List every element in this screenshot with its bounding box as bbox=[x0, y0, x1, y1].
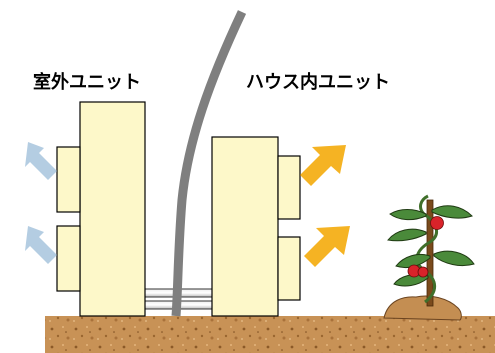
leaf bbox=[389, 209, 427, 221]
indoor-outflow-arrows bbox=[300, 145, 350, 267]
vine-stem bbox=[415, 194, 439, 304]
soil-ground bbox=[45, 316, 495, 353]
indoor-arrow-upper bbox=[300, 145, 346, 186]
soil-mound bbox=[383, 295, 462, 321]
outdoor-arrow-lower bbox=[25, 226, 57, 264]
leaf bbox=[431, 205, 473, 219]
leaf bbox=[395, 253, 431, 269]
support-stake bbox=[426, 199, 434, 307]
leaf bbox=[387, 228, 427, 242]
outdoor-exhaust-arrows bbox=[25, 142, 57, 264]
indoor-unit-label: ハウス内ユニット bbox=[246, 72, 390, 93]
leaf bbox=[433, 250, 475, 267]
outdoor-unit-label: 室外ユニット bbox=[33, 72, 141, 93]
tomato-fruit bbox=[430, 216, 444, 230]
duct-pipe bbox=[171, 10, 247, 317]
indoor-arrow-lower bbox=[304, 226, 350, 267]
indoor-unit bbox=[211, 136, 301, 317]
tomato-plant bbox=[383, 194, 475, 321]
outdoor-arrow-upper bbox=[25, 142, 57, 180]
outdoor-unit bbox=[56, 101, 146, 317]
tomato-fruit bbox=[417, 266, 429, 278]
